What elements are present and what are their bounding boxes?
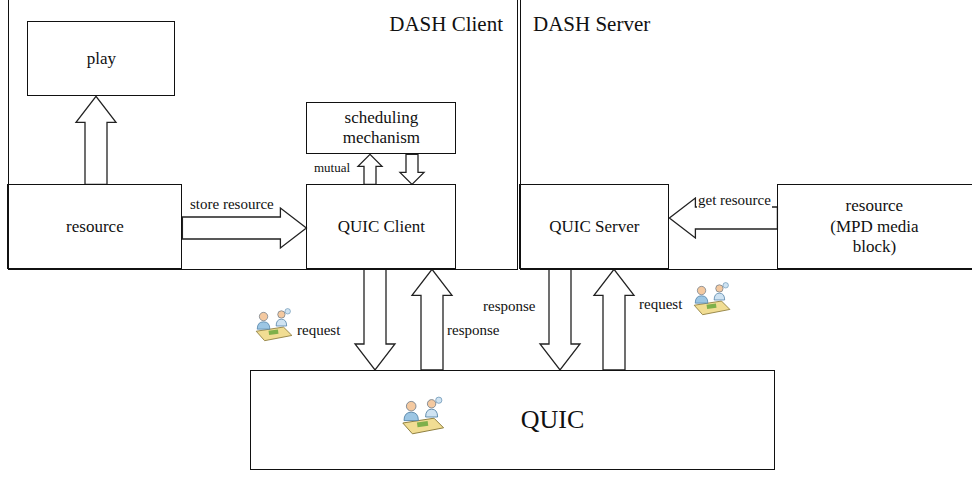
- edge-label: store resource: [189, 196, 275, 213]
- block-arrow: [182, 208, 306, 248]
- system-box: DASH ServerQUIC Server resource (MPD medi…: [520, 0, 972, 270]
- component-box: QUIC Client: [306, 184, 456, 269]
- box-label: QUIC: [521, 404, 585, 435]
- edge-label: request: [296, 322, 341, 339]
- edge-label: mutual: [313, 160, 351, 176]
- box-label: QUIC Server: [549, 217, 639, 237]
- component-box: QUIC Server: [519, 184, 669, 269]
- box-label: play: [87, 49, 116, 69]
- person-icon: [694, 283, 730, 315]
- box-label: resource (MPD media block): [824, 196, 924, 257]
- person-icon: [256, 309, 292, 341]
- box-label: resource: [66, 217, 124, 237]
- system-box: DASH Client play scheduling mechanism resou…: [8, 0, 518, 270]
- component-box: resource: [7, 184, 182, 269]
- block-arrow: [355, 269, 395, 370]
- box-label: QUIC Client: [338, 217, 425, 237]
- edge-label: get resource: [697, 192, 772, 209]
- edge-label: response: [446, 322, 501, 339]
- component-box: scheduling mechanism: [306, 102, 456, 154]
- system-title: DASH Client: [389, 12, 503, 37]
- edge-label: response: [482, 298, 537, 315]
- block-arrow: [412, 269, 452, 370]
- block-arrow: [540, 269, 580, 370]
- box-label: scheduling mechanism: [331, 108, 431, 149]
- component-box: QUIC: [250, 370, 775, 470]
- block-arrow: [358, 154, 382, 184]
- person-icon: [403, 397, 444, 434]
- system-title: DASH Server: [533, 12, 650, 37]
- component-box: resource (MPD media block): [777, 184, 972, 269]
- component-box: play: [27, 21, 175, 96]
- block-arrow: [594, 269, 634, 370]
- edge-label: request: [638, 296, 683, 313]
- block-arrow: [400, 154, 424, 184]
- block-arrow: [76, 96, 116, 184]
